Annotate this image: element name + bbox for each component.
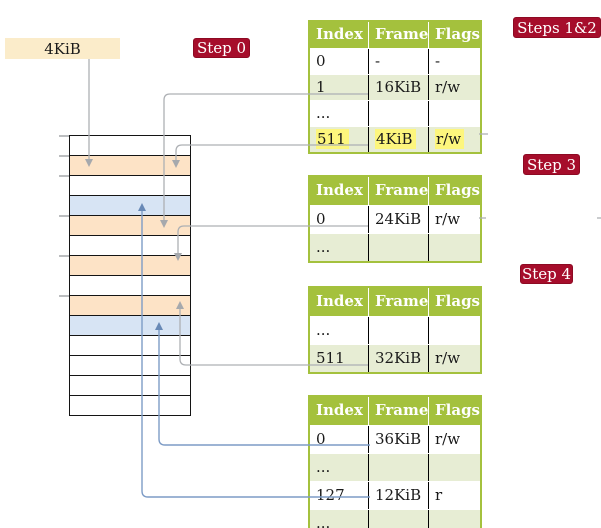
table-row-highlighted: 511 4KiB r/w: [310, 126, 480, 152]
badge-step-4: Step 4: [520, 264, 573, 284]
cell-frame: 16KiB: [375, 78, 422, 96]
cell-index: 0: [316, 52, 326, 70]
table-4-header: Index Frame Flags: [310, 397, 480, 425]
frame-size-label: 4KiB: [44, 39, 81, 58]
badge-steps-1-2: Steps 1&2: [513, 17, 601, 38]
cell-index: 511: [316, 129, 349, 149]
table-row: 0 36KiB r/w: [310, 425, 480, 453]
col-header-frame: Frame: [368, 22, 428, 48]
cell-flags: r/w: [435, 210, 461, 228]
memory-frame-row-6: [70, 236, 190, 256]
col-header-index: Index: [316, 25, 363, 43]
table-row: ...: [310, 316, 480, 344]
table-row: ...: [310, 453, 480, 481]
cell-index: 511: [316, 349, 345, 367]
page-table-2: Index Frame Flags 0 24KiB r/w ...: [308, 175, 482, 263]
memory-frame-row-11: [70, 336, 190, 356]
memory-frame-row-13: [70, 376, 190, 396]
memory-frame-row-10: [70, 316, 190, 336]
cell-index: 0: [316, 430, 326, 448]
page-table-1: Index Frame Flags 0 - - 1 16KiB r/w ... …: [308, 20, 482, 154]
col-header-flags: Flags: [428, 397, 480, 425]
badge-step-3: Step 3: [523, 154, 580, 175]
page-table-4: Index Frame Flags 0 36KiB r/w ... 127 12…: [308, 395, 482, 528]
table-row: ...: [310, 100, 480, 126]
frame-size-box: 4KiB: [5, 38, 120, 59]
memory-frame-row-1: [70, 136, 190, 156]
memory-frame-row-5: [70, 216, 190, 236]
memory-frame-row-12: [70, 356, 190, 376]
table-row: 1 16KiB r/w: [310, 74, 480, 100]
memory-frame-row-3: [70, 176, 190, 196]
col-header-index: Index: [316, 292, 363, 310]
col-header-index: Index: [316, 181, 363, 199]
cell-index: ...: [316, 458, 331, 476]
memory-frame-row-4: [70, 196, 190, 216]
cell-index: ...: [316, 321, 331, 339]
cell-frame: 12KiB: [375, 486, 422, 504]
physical-memory-column: [69, 135, 191, 416]
cell-index: 127: [316, 486, 345, 504]
table-3-header: Index Frame Flags: [310, 288, 480, 316]
col-header-frame: Frame: [368, 177, 428, 205]
cell-index: ...: [316, 238, 331, 256]
cell-index: ...: [316, 104, 331, 122]
col-header-flags: Flags: [428, 288, 480, 316]
cell-index: 0: [316, 210, 326, 228]
col-header-index: Index: [316, 401, 363, 419]
memory-frame-row-2: [70, 156, 190, 176]
col-header-flags: Flags: [428, 177, 480, 205]
table-row: 0 - -: [310, 48, 480, 74]
cell-frame: 32KiB: [375, 349, 422, 367]
table-row: ...: [310, 509, 480, 528]
cell-index: 1: [316, 78, 326, 96]
col-header-frame: Frame: [368, 288, 428, 316]
cell-frame: 36KiB: [375, 430, 422, 448]
cell-flags: r/w: [435, 349, 461, 367]
cell-frame: 4KiB: [375, 129, 416, 149]
col-header-frame: Frame: [368, 397, 428, 425]
cell-flags: r: [435, 486, 443, 504]
table-row: ...: [310, 233, 480, 261]
col-header-flags: Flags: [428, 22, 480, 48]
table-row: 0 24KiB r/w: [310, 205, 480, 233]
cell-frame: 24KiB: [375, 210, 422, 228]
table-row: 127 12KiB r: [310, 481, 480, 509]
memory-frame-row-7: [70, 256, 190, 276]
cell-frame: -: [375, 52, 381, 70]
memory-tick-marks: [59, 135, 69, 297]
memory-frame-row-9: [70, 296, 190, 316]
badge-step-0: Step 0: [193, 38, 250, 58]
cell-index: ...: [316, 514, 331, 528]
memory-frame-row-14: [70, 396, 190, 415]
cell-flags: -: [435, 52, 441, 70]
cell-flags: r/w: [435, 129, 465, 149]
cell-flags: r/w: [435, 430, 461, 448]
table-row: 511 32KiB r/w: [310, 344, 480, 372]
page-table-3: Index Frame Flags ... 511 32KiB r/w: [308, 286, 482, 374]
table-1-header: Index Frame Flags: [310, 22, 480, 48]
memory-frame-row-8: [70, 276, 190, 296]
table-2-header: Index Frame Flags: [310, 177, 480, 205]
cell-flags: r/w: [435, 78, 461, 96]
